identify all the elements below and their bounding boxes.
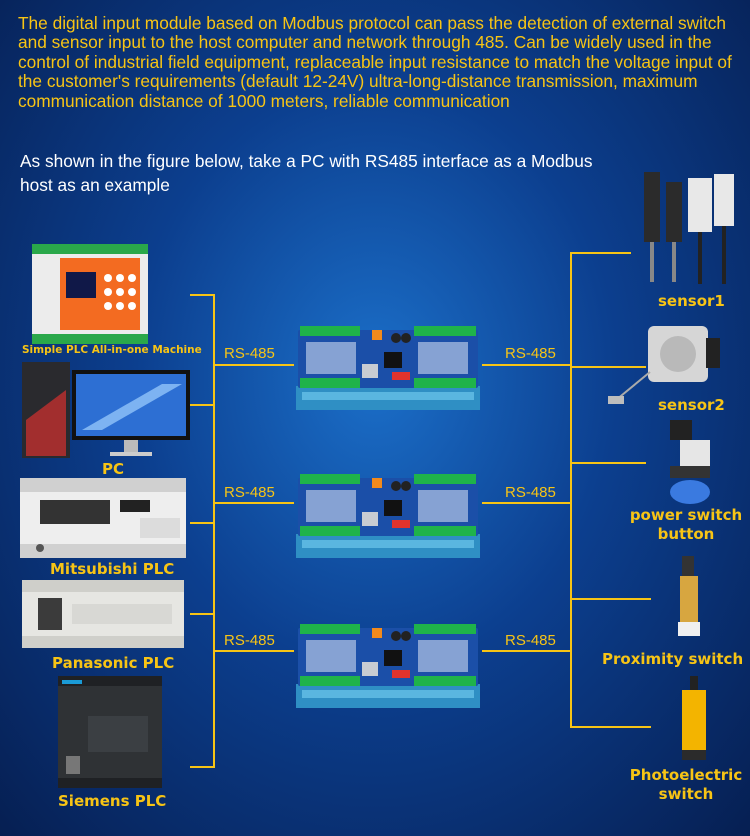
io-module-2 <box>292 470 484 562</box>
right-link-3 <box>482 650 571 652</box>
io-module-3 <box>292 620 484 712</box>
io-module-1 <box>292 322 484 414</box>
device-label-sensor1: sensor1 <box>658 292 725 310</box>
right-stub-sensor1 <box>571 252 631 254</box>
rs485-label-left-2: RS-485 <box>224 484 275 501</box>
right-stub-proximity <box>571 598 651 600</box>
right-stub-photo <box>571 726 651 728</box>
photoelectric-switch-icon <box>674 676 714 760</box>
draw-wire-sensor-icon <box>606 320 722 408</box>
power-switch-button-icon <box>662 420 720 506</box>
host-label-siemens: Siemens PLC <box>58 792 167 810</box>
siemens-plc-icon <box>58 676 162 788</box>
host-label-pc: PC <box>102 460 125 478</box>
device-label-power-switch: power switch button <box>628 506 744 544</box>
pc-icon <box>22 360 192 460</box>
right-bus-vertical <box>570 252 572 728</box>
device-label-photoelectric: Photoelectric switch <box>628 766 744 804</box>
rs485-label-right-2: RS-485 <box>505 484 556 501</box>
left-link-2 <box>214 502 294 504</box>
right-link-2 <box>482 502 571 504</box>
left-stub-plc <box>190 294 214 296</box>
host-label-panasonic: Panasonic PLC <box>52 654 175 672</box>
rs485-label-left-1: RS-485 <box>224 345 275 362</box>
rs485-label-right-3: RS-485 <box>505 632 556 649</box>
right-stub-sensor2 <box>571 366 646 368</box>
sub-text: As shown in the figure below, take a PC … <box>20 151 593 195</box>
device-label-power-switch-text: power switch button <box>629 506 743 543</box>
rs485-label-right-1: RS-485 <box>505 345 556 362</box>
panasonic-plc-icon <box>22 580 184 648</box>
device-label-proximity: Proximity switch <box>602 650 744 668</box>
device-label-photoelectric-text: Photoelectric switch <box>629 766 743 803</box>
left-stub-panasonic <box>190 613 214 615</box>
left-link-3 <box>214 650 294 652</box>
left-stub-pc <box>190 404 214 406</box>
linear-sensor-icon <box>636 172 738 290</box>
proximity-switch-icon <box>672 556 706 640</box>
left-link-1 <box>214 364 294 366</box>
rs485-label-left-3: RS-485 <box>224 632 275 649</box>
plc-all-in-one-icon <box>30 244 150 344</box>
host-label-plc-all-in-one: Simple PLC All-in-one Machine <box>22 344 202 356</box>
device-label-sensor2: sensor2 <box>658 396 725 414</box>
mitsubishi-plc-icon <box>20 478 186 558</box>
intro-text: The digital input module based on Modbus… <box>18 13 732 111</box>
left-stub-mitsubishi <box>190 522 214 524</box>
left-stub-siemens <box>190 766 214 768</box>
left-bus-vertical <box>213 294 215 768</box>
host-label-mitsubishi: Mitsubishi PLC <box>50 560 175 578</box>
right-link-1 <box>482 364 571 366</box>
right-stub-button <box>571 462 646 464</box>
